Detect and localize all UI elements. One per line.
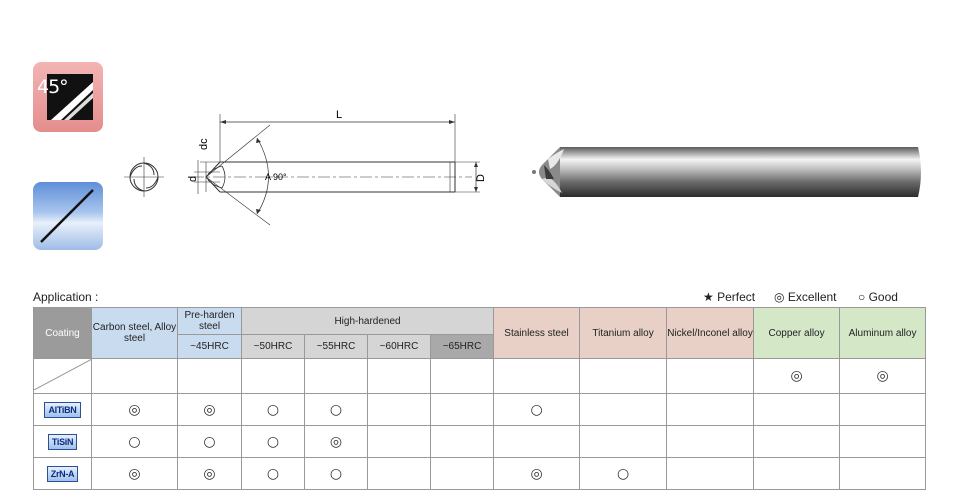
coating-badge bbox=[33, 182, 103, 250]
header-carbon-steel: Carbon steel, Alloy steel bbox=[91, 307, 178, 359]
rating-cell bbox=[666, 457, 755, 490]
rating-cell: ◎ bbox=[493, 457, 581, 490]
coating-badge-label: TiSiN bbox=[47, 433, 78, 450]
legend-good: ○ Good bbox=[858, 290, 898, 304]
legend-good-text: Good bbox=[868, 290, 898, 304]
legend-perfect: ★ Perfect bbox=[703, 290, 755, 304]
header-65hrc: ~65HRC bbox=[429, 334, 495, 359]
angle-label: 45° bbox=[37, 76, 69, 98]
table-row: AlTiBN◎◎○○○ bbox=[33, 393, 927, 426]
header-45hrc: ~45HRC bbox=[177, 334, 242, 359]
rating-cell: ◎ bbox=[91, 457, 178, 490]
header-copper: Copper alloy bbox=[753, 307, 841, 359]
rating-cell: ○ bbox=[241, 457, 305, 490]
rating-cell bbox=[579, 425, 668, 458]
rating-cell: ◎ bbox=[839, 358, 927, 394]
rating-cell bbox=[429, 393, 495, 426]
rating-cell: ○ bbox=[241, 425, 305, 458]
rating-cell bbox=[753, 457, 841, 490]
coating-cell: TiSiN bbox=[33, 425, 92, 458]
rating-cell: ○ bbox=[304, 457, 368, 490]
rating-cell: ◎ bbox=[91, 393, 178, 426]
header-55hrc: ~55HRC bbox=[304, 334, 368, 359]
coating-cell: ZrN-A bbox=[33, 457, 92, 490]
application-label: Application : bbox=[33, 290, 99, 304]
chamfer-45-badge: 45° bbox=[33, 62, 103, 132]
legend-excellent: ◎ Excellent bbox=[774, 290, 837, 304]
rating-cell bbox=[367, 393, 431, 426]
rating-cell bbox=[367, 358, 431, 394]
rating-cell: ◎ bbox=[753, 358, 841, 394]
tool-drawing: L dc d D A 90° bbox=[124, 109, 487, 226]
rating-cell bbox=[429, 358, 495, 394]
rating-cell bbox=[579, 358, 668, 394]
coating-badge-label: AlTiBN bbox=[44, 401, 81, 418]
rating-cell bbox=[666, 393, 755, 426]
rating-cell: ◎ bbox=[177, 457, 242, 490]
table-row: ◎◎ bbox=[33, 358, 927, 394]
rating-cell bbox=[666, 358, 755, 394]
header-stainless: Stainless steel bbox=[493, 307, 581, 359]
rating-cell bbox=[367, 425, 431, 458]
header-titanium: Titanium alloy bbox=[579, 307, 668, 359]
coating-cell bbox=[33, 358, 93, 394]
D-label: D bbox=[475, 174, 487, 182]
length-label: L bbox=[336, 109, 342, 121]
header-preharden: Pre-harden steel bbox=[177, 307, 242, 335]
circle-icon: ○ bbox=[858, 290, 866, 304]
header-high-hardened: High-hardened bbox=[240, 307, 495, 335]
rating-cell bbox=[493, 358, 581, 394]
rating-cell bbox=[839, 425, 927, 458]
rating-cell bbox=[304, 358, 368, 394]
end-view-icon bbox=[124, 157, 164, 197]
rating-cell bbox=[91, 358, 178, 394]
rating-cell bbox=[839, 393, 927, 426]
rating-cell: ○ bbox=[91, 425, 178, 458]
rating-cell: ○ bbox=[177, 425, 242, 458]
rating-cell bbox=[753, 393, 841, 426]
header-50hrc: ~50HRC bbox=[241, 334, 305, 359]
rating-cell bbox=[839, 457, 927, 490]
header-60hrc: ~60HRC bbox=[367, 334, 431, 359]
angle-annotation: A 90° bbox=[265, 172, 287, 182]
rating-cell bbox=[666, 425, 755, 458]
diagonal-slash-icon bbox=[33, 358, 93, 391]
rating-cell: ◎ bbox=[304, 425, 368, 458]
rating-cell: ◎ bbox=[177, 393, 242, 426]
chamfer-45-icon bbox=[47, 74, 93, 120]
rating-cell: ○ bbox=[241, 393, 305, 426]
d-label: d bbox=[187, 176, 199, 182]
rating-cell bbox=[753, 425, 841, 458]
header-coating: Coating bbox=[33, 307, 92, 359]
rating-cell: ○ bbox=[493, 393, 581, 426]
header-nickel: Nickel/Inconel alloy bbox=[666, 307, 755, 359]
rating-cell bbox=[367, 457, 431, 490]
rating-cell bbox=[429, 457, 495, 490]
star-icon: ★ bbox=[703, 290, 714, 304]
application-table: Coating Carbon steel, Alloy steel Pre-ha… bbox=[33, 307, 927, 490]
rating-cell: ○ bbox=[304, 393, 368, 426]
dc-label: dc bbox=[198, 138, 210, 150]
diagonal-line-icon bbox=[40, 189, 94, 243]
rating-cell bbox=[493, 425, 581, 458]
rating-cell: ○ bbox=[579, 457, 668, 490]
coating-cell: AlTiBN bbox=[33, 393, 92, 426]
coating-badge-label: ZrN-A bbox=[46, 465, 79, 482]
header-aluminum: Aluminum alloy bbox=[839, 307, 927, 359]
table-row: TiSiN○○○◎ bbox=[33, 425, 927, 458]
tool-photo bbox=[532, 147, 921, 197]
legend-excellent-text: Excellent bbox=[787, 290, 837, 304]
rating-cell bbox=[241, 358, 305, 394]
rating-cell bbox=[579, 393, 668, 426]
legend-perfect-text: Perfect bbox=[717, 290, 756, 304]
rating-cell bbox=[429, 425, 495, 458]
table-row: ZrN-A◎◎○○◎○ bbox=[33, 457, 927, 490]
double-circle-icon: ◎ bbox=[774, 290, 785, 304]
rating-cell bbox=[177, 358, 242, 394]
